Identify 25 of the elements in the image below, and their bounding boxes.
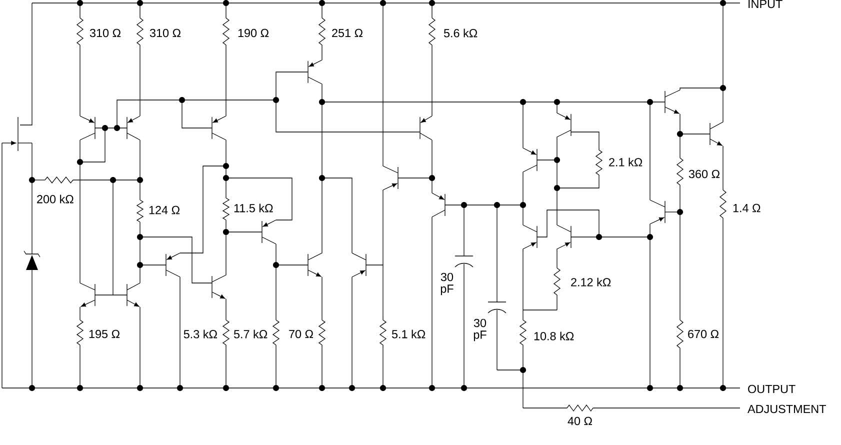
- component-value: 1.4 Ω: [733, 204, 760, 212]
- component-value: 310 Ω: [90, 28, 121, 38]
- component-value: 124 Ω: [149, 206, 180, 214]
- component-value: 70 Ω: [289, 330, 314, 338]
- component-value: 251 Ω: [332, 28, 363, 38]
- component-value: 2.12 kΩ: [571, 278, 611, 286]
- component-value: 195 Ω: [89, 330, 120, 338]
- component-value: 11.5 kΩ: [234, 204, 273, 212]
- component-value: 200 kΩ: [37, 194, 74, 204]
- component-value: 40 Ω: [568, 416, 592, 426]
- component-value: 5.6 kΩ: [444, 28, 478, 38]
- component-value: 310 Ω: [150, 28, 181, 38]
- component-value: 30 pF: [474, 318, 486, 342]
- component-value: 360 Ω: [688, 170, 720, 178]
- component-value: 5.1 kΩ: [392, 330, 426, 338]
- component-value: 190 Ω: [238, 28, 269, 38]
- terminal-label: INPUT: [748, 0, 782, 8]
- component-value: 30 pF: [440, 272, 454, 296]
- component-value: 5.7 kΩ: [234, 330, 268, 338]
- terminal-label: OUTPUT: [748, 384, 796, 394]
- terminal-label: ADJUSTMENT: [748, 404, 826, 414]
- component-value: 670 Ω: [688, 330, 719, 338]
- component-value: 2.1 kΩ: [609, 158, 642, 166]
- component-value: 10.8 kΩ: [534, 332, 574, 340]
- component-value: 5.3 kΩ: [184, 330, 217, 338]
